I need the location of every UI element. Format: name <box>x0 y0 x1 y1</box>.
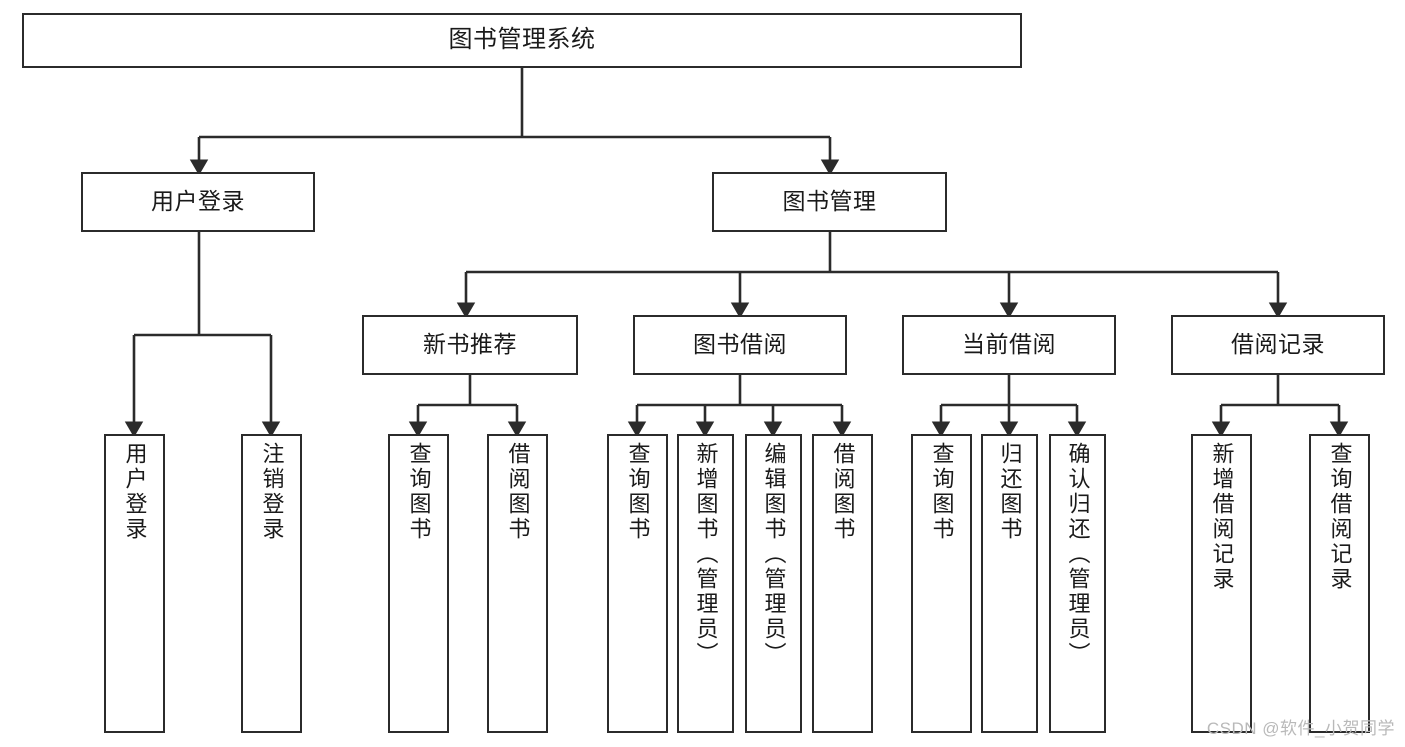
watermark: CSDN @软件_小贺同学 <box>1206 719 1395 738</box>
node-current-borrow[interactable]: 当前借阅 <box>902 315 1116 375</box>
leaf-new-book-query-book[interactable]: 查询图书 <box>388 434 449 733</box>
node-book-management[interactable]: 图书管理 <box>712 172 947 232</box>
leaf-current-borrow-confirm-return-admin[interactable]: 确认归还（管理员） <box>1049 434 1106 733</box>
node-label: 图书管理系统 <box>448 26 596 54</box>
leaf-book-borrow-borrow-book[interactable]: 借阅图书 <box>812 434 873 733</box>
node-user-login[interactable]: 用户登录 <box>81 172 315 232</box>
leaf-current-borrow-return-book[interactable]: 归还图书 <box>981 434 1038 733</box>
node-label: 注销登录 <box>259 442 285 542</box>
node-label: 图书管理 <box>782 188 877 215</box>
leaf-book-borrow-add-book-admin[interactable]: 新增图书（管理员） <box>677 434 734 733</box>
node-borrow-record[interactable]: 借阅记录 <box>1171 315 1385 375</box>
node-label: 归还图书 <box>997 442 1023 542</box>
node-root-book-management-system[interactable]: 图书管理系统 <box>22 13 1022 68</box>
leaf-book-borrow-edit-book-admin[interactable]: 编辑图书（管理员） <box>745 434 802 733</box>
node-label: 借阅记录 <box>1231 331 1325 358</box>
node-label: 查询图书 <box>929 442 955 542</box>
node-label: 编辑图书（管理员） <box>761 442 787 667</box>
node-label: 查询图书 <box>625 442 651 542</box>
leaf-new-book-borrow-book[interactable]: 借阅图书 <box>487 434 548 733</box>
node-label: 用户登录 <box>122 442 148 542</box>
node-label: 当前借阅 <box>962 331 1056 358</box>
node-label: 图书借阅 <box>693 331 787 358</box>
leaf-user-login-logout[interactable]: 注销登录 <box>241 434 302 733</box>
node-label: 新增图书（管理员） <box>693 442 719 667</box>
node-label: 确认归还（管理员） <box>1065 442 1091 667</box>
node-label: 借阅图书 <box>830 442 856 542</box>
node-label: 查询图书 <box>406 442 432 542</box>
node-label: 新增借阅记录 <box>1209 442 1235 592</box>
node-label: 用户登录 <box>151 188 245 215</box>
leaf-current-borrow-query-book[interactable]: 查询图书 <box>911 434 972 733</box>
leaf-user-login-login[interactable]: 用户登录 <box>104 434 165 733</box>
node-book-borrow[interactable]: 图书借阅 <box>633 315 847 375</box>
node-new-book-recommend[interactable]: 新书推荐 <box>362 315 578 375</box>
node-label: 新书推荐 <box>423 331 517 358</box>
leaf-borrow-record-query-record[interactable]: 查询借阅记录 <box>1309 434 1370 733</box>
node-label: 借阅图书 <box>505 442 531 542</box>
leaf-borrow-record-add-record[interactable]: 新增借阅记录 <box>1191 434 1252 733</box>
leaf-book-borrow-query-book[interactable]: 查询图书 <box>607 434 668 733</box>
node-label: 查询借阅记录 <box>1327 442 1353 592</box>
